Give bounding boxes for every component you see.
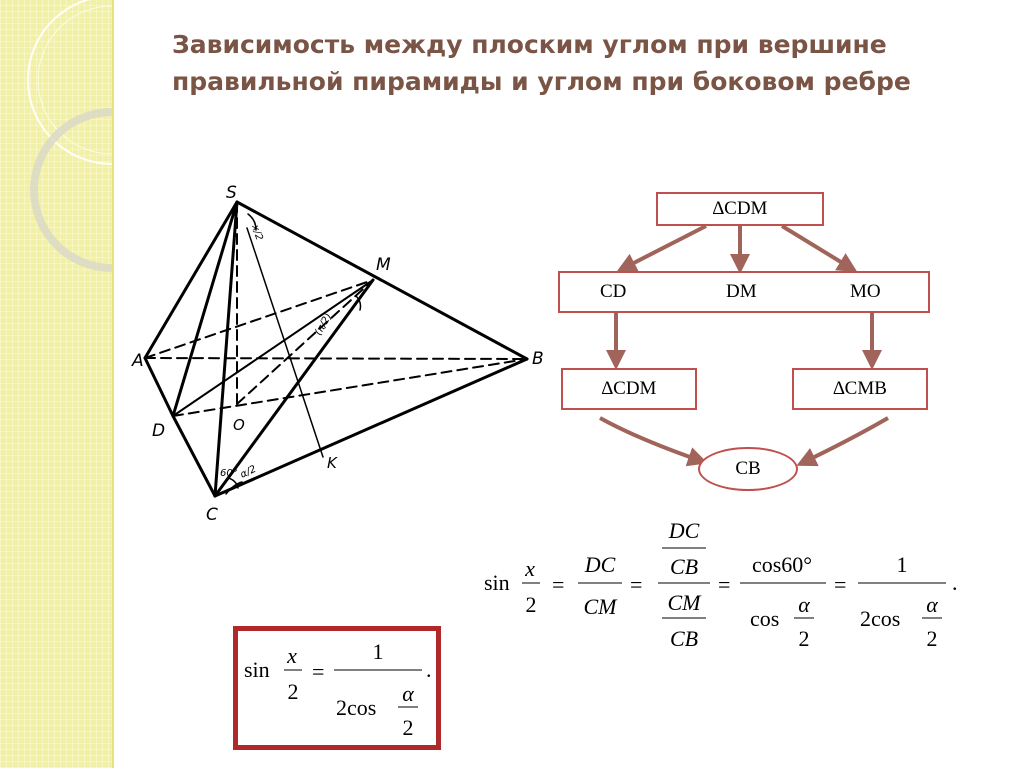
sidebar-edge xyxy=(112,0,114,768)
edge-AD xyxy=(143,356,175,418)
title-line-1: Зависимость между плоским углом при верш… xyxy=(172,30,887,59)
angle-arc-C2 xyxy=(225,481,243,495)
angle-arc-C xyxy=(227,477,239,489)
angle-label-M: (π/2) xyxy=(313,312,334,338)
vertex-label-K: K xyxy=(327,454,338,472)
edge-SC xyxy=(213,200,239,498)
flow-box-right: ∆CMB xyxy=(792,368,928,410)
formula-eq3: = xyxy=(718,572,730,597)
formula-cm: CM xyxy=(584,594,619,619)
boxed-sin: sin xyxy=(244,657,270,682)
formula-2b: 2 xyxy=(799,626,810,651)
formula-alpha2: α xyxy=(926,592,938,617)
flow-label-dm: DM xyxy=(726,281,757,302)
flow-box-top: ∆CDM xyxy=(656,192,824,226)
vertex-label-S: S xyxy=(226,183,237,203)
formula-eq2: = xyxy=(630,572,642,597)
arrow-top-to-mo xyxy=(780,224,858,273)
vertex-label-M: M xyxy=(376,255,391,275)
angle-arc-M xyxy=(355,295,362,311)
segment-CM xyxy=(213,278,375,498)
formula-eq4: = xyxy=(834,572,846,597)
edge-DC xyxy=(171,414,217,498)
vertex-label-B: B xyxy=(532,349,544,369)
formula-alpha: α xyxy=(798,592,810,617)
segment-DM xyxy=(172,279,374,417)
boxed-eq: = xyxy=(312,659,324,684)
result-formula-frame: sin x 2 = 1 2cos α 2 . xyxy=(233,626,441,750)
boxed-2b: 2 xyxy=(403,715,414,740)
arrow-left-to-result xyxy=(599,416,708,467)
flow-box-left: ∆CDM xyxy=(561,368,697,410)
boxed-x: x xyxy=(286,643,297,668)
boxed-one: 1 xyxy=(373,639,384,664)
boxed-2cos: 2cos xyxy=(336,695,376,720)
flow-box-left-label: ∆CDM xyxy=(601,378,657,399)
flow-box-right-label: ∆CMB xyxy=(833,378,887,399)
boxed-period: . xyxy=(426,657,432,682)
flow-result-oval: CB xyxy=(698,447,798,491)
vertex-label-D: D xyxy=(152,421,165,441)
angle-label-60: 60° xyxy=(220,468,238,479)
arrow-top-to-cd xyxy=(616,224,707,272)
vertex-label-O: O xyxy=(233,416,245,434)
sidebar-decoration xyxy=(0,0,112,768)
segment-SK xyxy=(246,227,324,458)
formula-cm2: CM xyxy=(668,590,703,615)
formula-main: sin x 2 = DC CM = DC CB CM CB = cos60° c… xyxy=(484,518,958,651)
formula-dc2: DC xyxy=(668,518,700,543)
arrow-right-to-result xyxy=(796,416,890,467)
formula-x: x xyxy=(524,556,535,581)
formula-one: 1 xyxy=(897,552,908,577)
formula-2c: 2 xyxy=(927,626,938,651)
flow-label-mo: MO xyxy=(850,281,881,302)
boxed-2: 2 xyxy=(288,679,299,704)
formula-cb: CB xyxy=(670,554,698,579)
flow-box-middle: CD DM MO xyxy=(558,271,930,313)
flow-label-cd: CD xyxy=(600,281,627,302)
edge-SD xyxy=(171,200,239,418)
boxed-alpha: α xyxy=(402,681,414,706)
hidden-AB xyxy=(144,357,528,360)
vertex-label-A: A xyxy=(131,351,144,371)
formula-2: 2 xyxy=(526,592,537,617)
formula-sin: sin xyxy=(484,570,510,595)
edge-CB xyxy=(213,357,529,498)
flow-result-label: CB xyxy=(735,458,761,479)
edge-SB xyxy=(235,200,529,361)
formula-dc: DC xyxy=(584,552,616,577)
formula-cos60: cos60° xyxy=(752,552,812,577)
formula-boxed: sin x 2 = 1 2cos α 2 . xyxy=(244,639,432,740)
formula-eq1: = xyxy=(552,572,564,597)
sidebar-circles xyxy=(27,0,112,272)
formula-cos: cos xyxy=(750,606,779,631)
pyramid-figure: S M A B D O K C x/2 (π/2) 60° α/2 xyxy=(131,183,544,525)
angle-arc-S xyxy=(247,213,257,231)
title-line-2: правильной пирамиды и углом при боковом … xyxy=(172,67,911,96)
flow-box-top-label: ∆CDM xyxy=(712,198,768,219)
slide-title: Зависимость между плоским углом при верш… xyxy=(172,26,972,100)
hidden-AM xyxy=(144,279,374,359)
hidden-OM xyxy=(236,279,374,405)
hidden-DB xyxy=(172,358,528,417)
formula-period: . xyxy=(952,570,958,595)
formula-2cos: 2cos xyxy=(860,606,900,631)
vertex-label-C: C xyxy=(206,505,218,525)
edge-SA xyxy=(143,200,239,360)
angle-label-S: x/2 xyxy=(249,223,265,242)
formula-cb2: CB xyxy=(670,626,698,651)
